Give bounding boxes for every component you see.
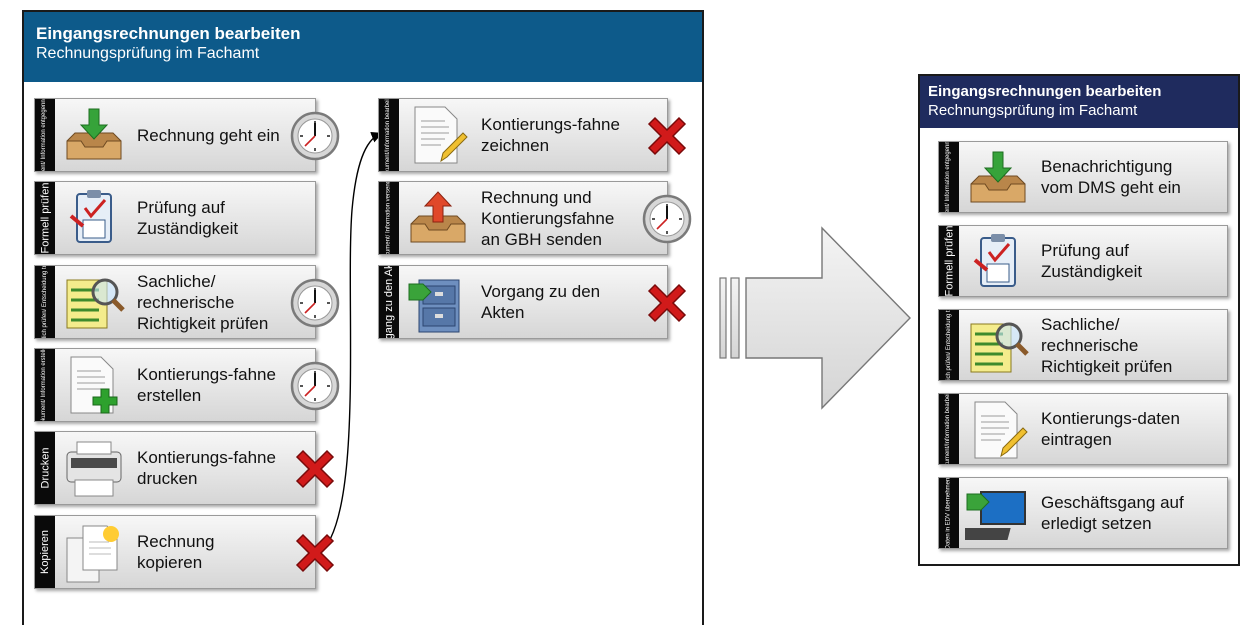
step-category-label: Drucken — [39, 447, 51, 489]
document-pencil-icon — [965, 398, 1031, 464]
process-step: Formell prüfen Prüfung auf Zuständigkeit — [34, 181, 316, 255]
status-cross-icon — [641, 277, 693, 329]
step-label: Kontierungs-fahne erstellen — [137, 365, 276, 405]
step-category-label: Daten in EDV übernehmen — [945, 478, 952, 548]
step-label: Prüfung auf Zuständigkeit — [1041, 241, 1143, 281]
status-cross-icon — [641, 110, 693, 162]
step-category-label: Formell prüfen — [39, 182, 52, 254]
step-category-label: Vorgang zu den Akten — [383, 266, 395, 338]
left-panel-title: Eingangsrechnungen bearbeiten — [36, 24, 301, 43]
file-cabinet-icon — [405, 270, 471, 336]
process-step: Formell prüfen Prüfung auf Zuständigkeit — [938, 225, 1228, 297]
status-cross-icon — [289, 527, 341, 579]
step-category-bar: Inhaltlich prüfen/ Entscheidung treffen — [35, 266, 55, 338]
step-category-label: Dokument/ Information entgegennehmen — [945, 142, 952, 212]
step-category-label: Dokument/ Information erstellen — [41, 349, 48, 421]
step-label: Kontierungs-fahne drucken — [137, 448, 276, 488]
right-panel-subtitle: Rechnungsprüfung im Fachamt — [928, 102, 1138, 119]
step-label: Sachliche/ rechnerische Richtigkeit prüf… — [137, 271, 269, 333]
step-category-bar: Kopieren — [35, 516, 55, 588]
clipboard-check-icon — [61, 186, 127, 252]
step-category-label: Inhaltlich prüfen/ Entscheidung treffen — [945, 310, 952, 380]
inbox-tray-icon — [965, 146, 1031, 212]
process-step: Daten in EDV übernehmen Geschäftsgang auf… — [938, 477, 1228, 549]
step-category-bar: Formell prüfen — [35, 182, 55, 254]
right-panel-header: Eingangsrechnungen bearbeiten Rechnungsp… — [920, 76, 1238, 128]
document-pencil-icon — [405, 103, 471, 169]
process-step: Dokument/ Information entgegennehmen Rech… — [34, 98, 340, 172]
status-clock-icon — [289, 277, 341, 329]
step-label: Rechnung geht ein — [137, 125, 280, 145]
process-step: Vorgang zu den Akten Vorgang zu den Akten — [378, 265, 687, 339]
process-step: Dokument/Information bearbeiten Kontierun… — [378, 98, 687, 172]
status-clock-icon — [289, 360, 341, 412]
copy-documents-icon — [61, 520, 127, 586]
step-label: Rechnung und Kontierungsfahne an GBH sen… — [481, 187, 615, 249]
printer-icon — [61, 436, 127, 502]
document-magnifier-icon — [965, 314, 1031, 380]
step-label: Rechnung kopieren — [137, 532, 215, 572]
step-category-bar: Dokument/ Information entgegennehmen — [35, 99, 55, 171]
inbox-tray-icon — [61, 103, 127, 169]
step-category-label: Dokument/ Information versenden — [385, 182, 392, 254]
step-category-bar: Drucken — [35, 432, 55, 504]
right-panel-title: Eingangsrechnungen bearbeiten — [928, 83, 1162, 100]
process-step: Dokument/ Information versenden Rechnung … — [378, 181, 692, 255]
step-category-bar: Dokument/ Information erstellen — [35, 349, 55, 421]
step-label: Geschäftsgang auf erledigt setzen — [1041, 493, 1184, 533]
step-label: Prüfung auf Zuständigkeit — [137, 198, 239, 238]
step-category-label: Dokument/ Information entgegennehmen — [41, 99, 48, 171]
step-label: Kontierungs-fahne zeichnen — [481, 115, 620, 155]
process-step: Dokument/ Information erstellen Kontierun… — [34, 348, 340, 422]
step-category-bar: Formell prüfen — [939, 226, 959, 296]
step-category-label: Formell prüfen — [943, 226, 956, 296]
step-category-bar: Inhaltlich prüfen/ Entscheidung treffen — [939, 310, 959, 380]
step-category-bar: Vorgang zu den Akten — [379, 266, 399, 338]
process-step: Dokument/Information bearbeiten Kontierun… — [938, 393, 1228, 465]
process-step: Dokument/ Information entgegennehmen Bena… — [938, 141, 1228, 213]
step-category-bar: Daten in EDV übernehmen — [939, 478, 959, 548]
process-step: Drucken Kontierungs-fahne drucken — [34, 431, 335, 505]
clipboard-check-icon — [965, 230, 1031, 296]
left-panel-subtitle: Rechnungsprüfung im Fachamt — [36, 45, 260, 62]
step-category-bar: Dokument/Information bearbeiten — [379, 99, 399, 171]
step-category-label: Kopieren — [39, 529, 52, 575]
step-label: Kontierungs-daten eintragen — [1041, 409, 1180, 449]
outbox-tray-icon — [405, 186, 471, 252]
step-category-label: Inhaltlich prüfen/ Entscheidung treffen — [41, 266, 48, 338]
document-magnifier-icon — [61, 270, 127, 336]
step-label: Vorgang zu den Akten — [481, 282, 601, 322]
status-cross-icon — [289, 443, 341, 495]
process-step: Kopieren Rechnung kopieren — [34, 515, 335, 589]
step-category-bar: Dokument/ Information entgegennehmen — [939, 142, 959, 212]
step-category-bar: Dokument/Information bearbeiten — [939, 394, 959, 464]
step-category-bar: Dokument/ Information versenden — [379, 182, 399, 254]
process-step: Inhaltlich prüfen/ Entscheidung treffen S… — [938, 309, 1228, 381]
document-add-icon — [61, 353, 127, 419]
left-panel-header: Eingangsrechnungen bearbeiten Rechnungsp… — [24, 12, 702, 82]
step-label: Benachrichtigung vom DMS geht ein — [1041, 157, 1181, 197]
status-clock-icon — [641, 193, 693, 245]
step-category-label: Dokument/Information bearbeiten — [945, 394, 952, 464]
status-clock-icon — [289, 110, 341, 162]
transition-arrow — [719, 226, 911, 410]
process-step: Inhaltlich prüfen/ Entscheidung treffen S… — [34, 265, 340, 339]
computer-import-icon — [957, 482, 1031, 548]
step-label: Sachliche/ rechnerische Richtigkeit prüf… — [1041, 314, 1173, 376]
step-category-label: Dokument/Information bearbeiten — [385, 99, 392, 171]
